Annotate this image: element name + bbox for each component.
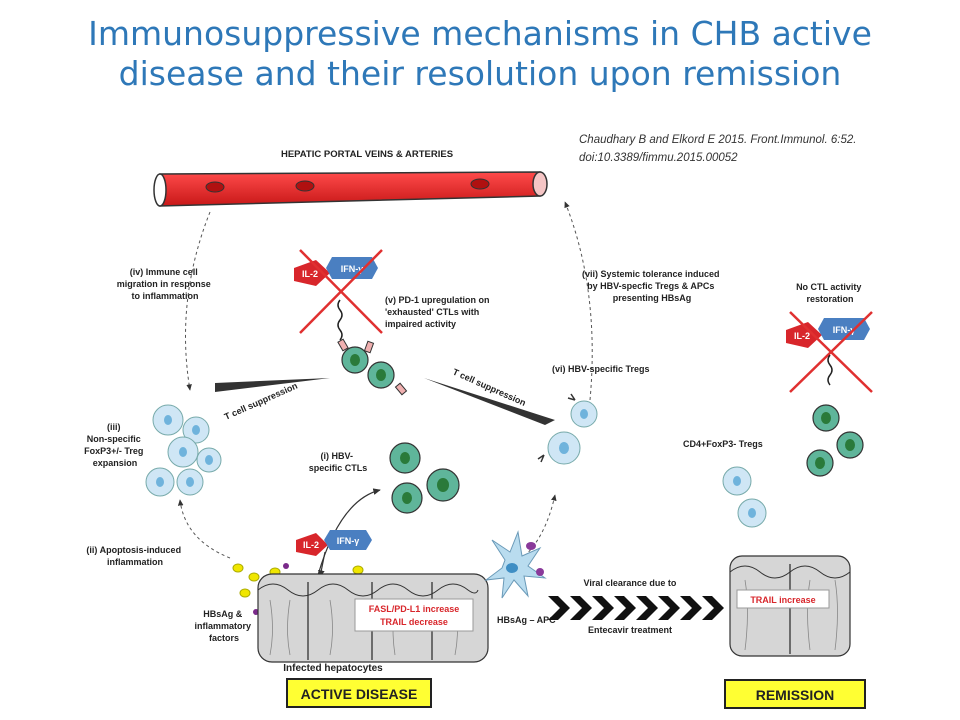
- title-line-1: Immunosuppressive mechanisms in CHB acti…: [88, 14, 872, 53]
- remission-cytokines: IL-2 IFN-γ: [786, 311, 873, 393]
- svg-text:IL-2: IL-2: [302, 269, 318, 279]
- svg-text:IFN-γ: IFN-γ: [341, 264, 364, 274]
- tolerance-arrow: [564, 201, 593, 401]
- cd4-tregs-label: CD4+FoxP3- Tregs: [683, 439, 763, 449]
- exhausted-ctl-cells: [337, 338, 408, 396]
- cross-line-2: [299, 249, 383, 334]
- remission-banner: [724, 679, 866, 709]
- active-disease-label: ACTIVE DISEASE: [301, 686, 418, 702]
- label-iv: (iv) Immune cell migration in response t…: [117, 267, 214, 301]
- viral-clearance-label-2: Entecavir treatment: [588, 625, 672, 635]
- trail-increase-label: TRAIL increase: [750, 595, 815, 605]
- signal-squiggle-icon: [337, 299, 343, 341]
- infected-hepatocytes-label: Infected hepatocytes: [283, 663, 383, 674]
- nonspecific-treg-cluster: [145, 404, 222, 497]
- center-cytokines: IL-2 IFN-γ: [294, 249, 383, 341]
- cross-line-2: [789, 311, 873, 393]
- label-vi: (vi) HBV-specific Tregs: [552, 364, 650, 374]
- fasl-label: FASL/PD-L1 increase: [369, 604, 460, 614]
- remission-tregs: [722, 466, 767, 528]
- il2-badge-icon: [296, 533, 328, 556]
- infected-hepatocytes-icon: [257, 573, 489, 663]
- svg-text:IL-2: IL-2: [303, 540, 319, 550]
- inflammation-arrow: [177, 499, 231, 559]
- ifng-badge-icon: [326, 257, 378, 279]
- active-disease-banner: [286, 678, 432, 708]
- svg-text:IFN-γ: IFN-γ: [337, 536, 360, 546]
- viral-clearance-label-1: Viral clearance due to: [584, 578, 677, 588]
- blood-vessel-icon: [153, 171, 548, 207]
- slide-title: Immunosuppressive mechanisms in CHB acti…: [0, 14, 960, 94]
- hbsag-apc-label: HBsAg – APC: [497, 615, 556, 625]
- portal-veins-label: HEPATIC PORTAL VEINS & ARTERIES: [281, 149, 453, 160]
- citation-line-2: doi:10.3389/fimmu.2015.00052: [579, 152, 738, 164]
- remission-hepatocytes-icon: [729, 555, 851, 657]
- hbsag-factors-label: HBsAg & inflammatory factors: [194, 609, 253, 643]
- label-vii: (vii) Systemic tolerance induced by HBV-…: [582, 269, 722, 303]
- suppression-wedge-left: [215, 378, 330, 392]
- il2-badge-icon: [786, 322, 822, 348]
- il2-badge-icon: [294, 260, 330, 286]
- migration-arrow: [185, 211, 211, 391]
- title-line-2: disease and their resolution upon remiss…: [118, 54, 842, 93]
- label-no-ctl: No CTL activity restoration: [796, 282, 864, 304]
- svg-text:IFN-γ: IFN-γ: [833, 325, 856, 335]
- remission-label: REMISSION: [756, 687, 835, 703]
- signal-squiggle-icon: [827, 354, 833, 386]
- citation: Chaudhary B and Elkord E 2015. Front.Imm…: [579, 131, 856, 167]
- svg-text:IL-2: IL-2: [794, 331, 810, 341]
- remission-ctl-cells: [806, 404, 864, 477]
- ifng-badge-icon: [818, 318, 870, 340]
- apc-cell-icon: [484, 530, 547, 599]
- hbv-specific-ctls: [389, 442, 460, 514]
- label-i: (i) HBV- specific CTLs: [309, 451, 368, 473]
- hbv-specific-tregs: [537, 393, 598, 465]
- label-ii: (ii) Apoptosis-induced inflammation: [86, 545, 183, 567]
- suppression-wedge-right: [424, 378, 555, 425]
- trail-decrease-label: TRAIL decrease: [380, 617, 448, 627]
- chevron-arrows-icon: [548, 596, 724, 620]
- hepatocyte-cytokines: IL-2 IFN-γ: [296, 530, 372, 556]
- cytokine-arrow: [318, 551, 326, 578]
- label-v: (v) PD-1 upregulation on 'exhausted' CTL…: [385, 295, 492, 329]
- citation-line-1: Chaudhary B and Elkord E 2015. Front.Imm…: [579, 134, 857, 146]
- ifng-badge-icon: [324, 530, 372, 550]
- label-iii: (iii) Non-specific FoxP3+/- Treg expansi…: [84, 422, 146, 468]
